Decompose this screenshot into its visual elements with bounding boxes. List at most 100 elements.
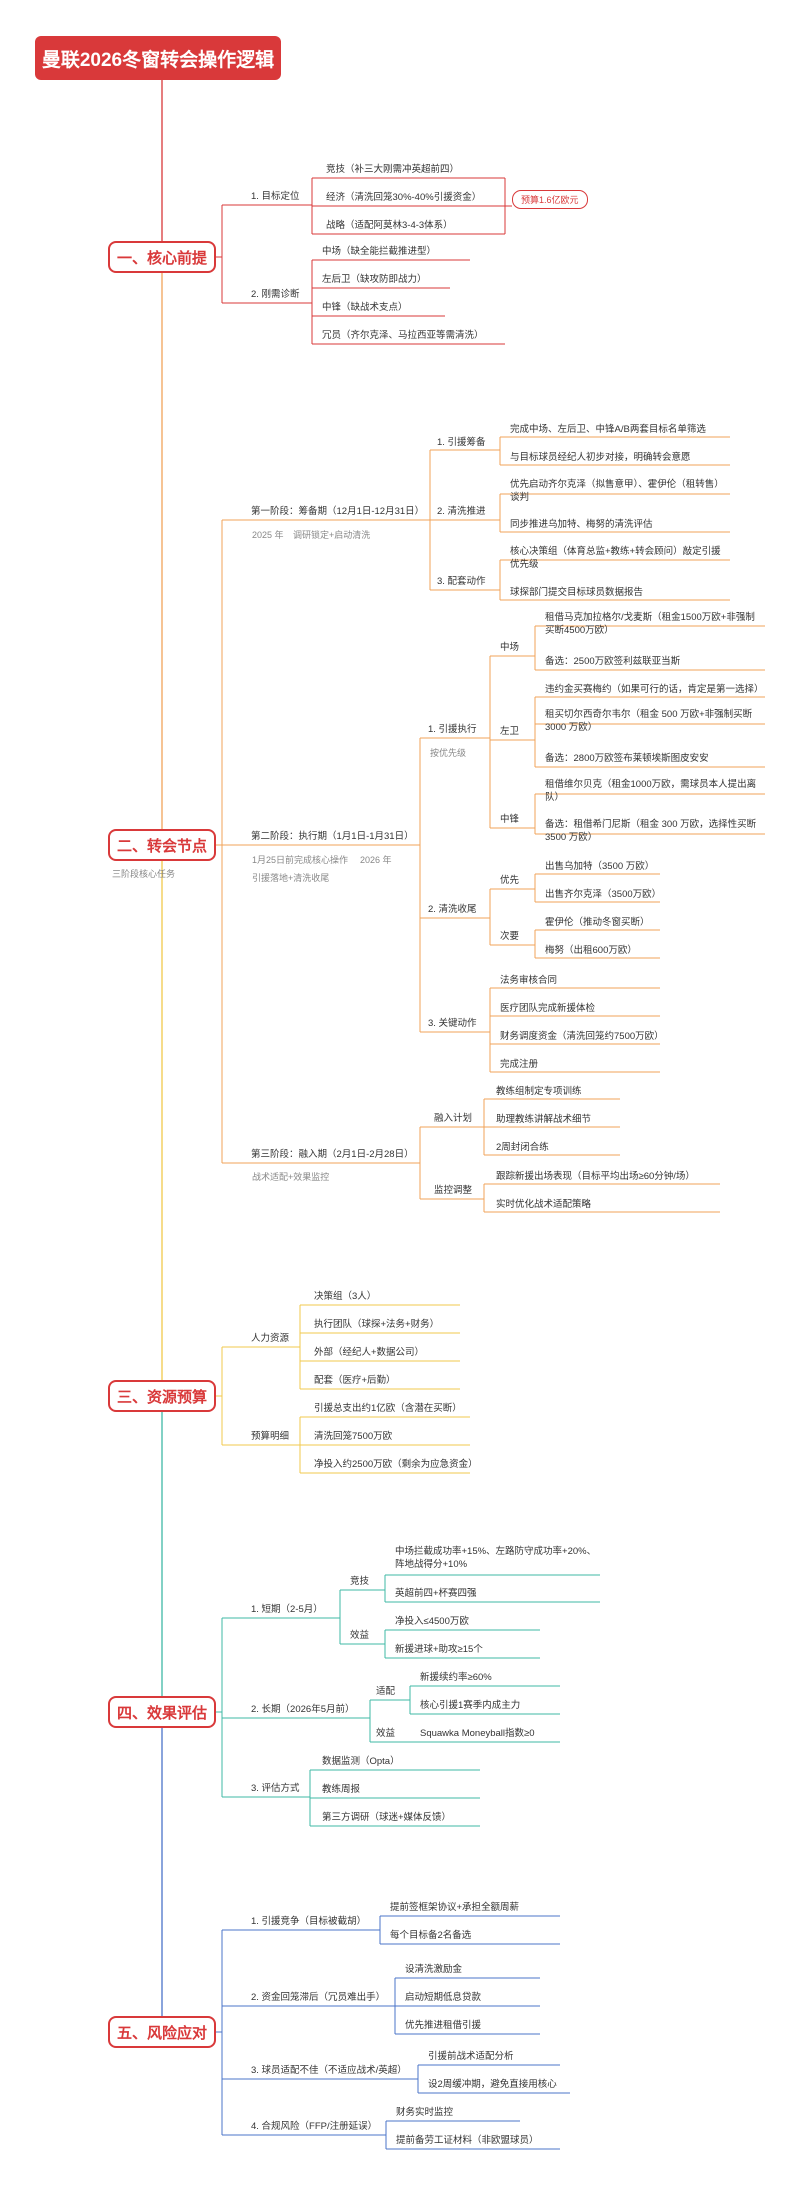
goal-item: 战略（适配阿莫林3-4-3体系） <box>326 220 453 231</box>
long-term-node: 2. 长期（2026年5月前） <box>251 1704 355 1715</box>
goal-item: 经济（清洗回笼30%-40%引援资金） <box>326 192 482 203</box>
phase2-node: 第二阶段：执行期（1月1日-1月31日） <box>251 831 414 842</box>
risk4-leaf: 财务实时监控 <box>396 2107 454 2118</box>
risk4-leaf: 提前备劳工证材料（非欧盟球员） <box>396 2135 539 2146</box>
short-term-node: 1. 短期（2-5月） <box>251 1604 323 1615</box>
eval-node: 3. 评估方式 <box>251 1783 300 1794</box>
phase1-item: 2. 清洗推进 <box>437 506 486 517</box>
key-leaf: 财务调度资金（清洗回笼约7500万欧） <box>500 1031 664 1042</box>
short-comp: 竞技 <box>350 1576 370 1587</box>
need-node: 2. 刚需诊断 <box>251 289 300 300</box>
bd-leaf: 引援总支出约1亿欧（含潜在买断） <box>314 1403 462 1414</box>
phase1-leaf: 与目标球员经纪人初步对接，明确转会意愿 <box>510 452 691 463</box>
risk2-leaf: 启动短期低息贷款 <box>405 1992 482 2003</box>
pos-cf: 中锋 <box>500 814 520 825</box>
short-comp-leaf: 中场拦截成功率+15%、左路防守成功率+20%、阵地战得分+10% <box>395 1546 597 1570</box>
short-benefit-leaf: 净投入≤4500万欧 <box>395 1616 469 1627</box>
short-comp-leaf: 英超前四+杯赛四强 <box>395 1588 477 1599</box>
phase1-sub: 调研锁定+启动清洗 <box>293 530 371 540</box>
sec-leaf: 霍伊伦（推动冬窗买断） <box>545 917 650 928</box>
lb-leaf: 租买切尔西奇尔韦尔（租金 500 万欧+非强制买断 3000 万欧） <box>545 709 753 733</box>
phase2-sub: 引援落地+清洗收尾 <box>252 873 330 883</box>
long-fit: 适配 <box>376 1686 396 1697</box>
phase1-leaf: 完成中场、左后卫、中锋A/B两套目标名单筛选 <box>510 424 706 435</box>
long-fit-leaf: 核心引援1赛季内成主力 <box>420 1700 521 1711</box>
prio-leaf: 出售齐尔克泽（3500万欧） <box>545 889 662 900</box>
hr-leaf: 执行团队（球探+法务+财务） <box>314 1319 440 1330</box>
phase1-sub: 2025 年 <box>252 530 284 540</box>
hr-leaf: 决策组（3人） <box>314 1291 377 1302</box>
lb-leaf: 备选：2800万欧签布莱顿埃斯图皮安安 <box>545 753 709 764</box>
short-benefit: 效益 <box>350 1630 370 1641</box>
sec-leaf: 梅努（出租600万欧） <box>545 945 637 956</box>
hr-node: 人力资源 <box>251 1333 290 1344</box>
risk1-leaf: 每个目标备2名备选 <box>390 1930 472 1941</box>
section-resource-budget[interactable]: 三、资源预算 <box>108 1380 216 1412</box>
clear-group: 优先 <box>500 875 520 886</box>
phase1-item: 1. 引援筹备 <box>437 437 486 448</box>
pos-mid: 中场 <box>500 642 520 653</box>
p3-integration: 融入计划 <box>434 1113 473 1124</box>
hr-leaf: 外部（经纪人+数据公司） <box>314 1347 425 1358</box>
budget-detail-node: 预算明细 <box>251 1431 290 1442</box>
long-benefit: 效益 <box>376 1728 396 1739</box>
section-effect-evaluation[interactable]: 四、效果评估 <box>108 1696 216 1728</box>
bd-leaf: 清洗回笼7500万欧 <box>314 1431 393 1442</box>
phase1-leaf: 优先启动齐尔克泽（拟售意甲）、霍伊伦（租转售）谈判 <box>510 479 724 503</box>
p2-clear-node: 2. 清洗收尾 <box>428 904 477 915</box>
phase1-leaf: 核心决策组（体育总监+教练+转会顾问）敲定引援优先级 <box>510 546 721 570</box>
short-benefit-leaf: 新援进球+助攻≥15个 <box>395 1644 483 1655</box>
p2-exec-sub: 按优先级 <box>430 748 467 758</box>
section-risk-response[interactable]: 五、风险应对 <box>108 2016 216 2048</box>
risk2-leaf: 设清洗激励金 <box>405 1964 463 1975</box>
p3-monitor: 监控调整 <box>434 1185 473 1196</box>
eval-leaf: 第三方调研（球迷+媒体反馈） <box>322 1812 452 1823</box>
p3b-leaf: 实时优化战术适配策略 <box>496 1199 592 1210</box>
p2-exec-node: 1. 引援执行 <box>428 724 477 735</box>
p3a-leaf: 教练组制定专项训练 <box>496 1086 582 1097</box>
mindmap-title: 曼联2026冬窗转会操作逻辑 <box>35 36 281 80</box>
phase2-sub: 1月25日前完成核心操作 <box>252 855 349 865</box>
phase1-item: 3. 配套动作 <box>437 576 486 587</box>
phase1-leaf: 球探部门提交目标球员数据报告 <box>510 587 644 598</box>
risk3-leaf: 设2周缓冲期，避免直接用核心 <box>428 2079 557 2090</box>
bd-leaf: 净投入约2500万欧（剩余为应急资金） <box>314 1459 478 1470</box>
eval-leaf: 数据监测（Opta） <box>322 1756 400 1767</box>
p3b-leaf: 跟踪新援出场表现（目标平均出场≥60分钟/场） <box>496 1171 695 1182</box>
hr-leaf: 配套（医疗+后勤） <box>314 1375 396 1386</box>
eval-leaf: 教练周报 <box>322 1784 361 1795</box>
section-core-premise[interactable]: 一、核心前提 <box>108 241 216 273</box>
risk-node: 2. 资金回笼滞后（冗员难出手） <box>251 1992 386 2003</box>
mid-leaf: 租借马克加拉格尔/戈麦斯（租金1500万欧+非强制买断4500万欧） <box>545 612 755 636</box>
risk3-leaf: 引援前战术适配分析 <box>428 2051 514 2062</box>
risk1-leaf: 提前签框架协议+承担全额周薪 <box>390 1902 520 1913</box>
p3a-leaf: 助理教练讲解战术细节 <box>496 1114 592 1125</box>
key-leaf: 完成注册 <box>500 1059 539 1070</box>
phase2-sub: 2026 年 <box>360 855 392 865</box>
key-leaf: 医疗团队完成新援体检 <box>500 1003 596 1014</box>
phase1-leaf: 同步推进乌加特、梅努的清洗评估 <box>510 519 653 530</box>
clear-group: 次要 <box>500 931 520 942</box>
need-item: 中锋（缺战术支点） <box>322 302 408 313</box>
p3a-leaf: 2周封闭合练 <box>496 1142 549 1153</box>
p2-key-node: 3. 关键动作 <box>428 1018 477 1029</box>
prio-leaf: 出售乌加特（3500 万欧） <box>545 861 655 872</box>
section-transfer-nodes[interactable]: 二、转会节点 <box>108 829 216 861</box>
long-fit-leaf: 新援续约率≥60% <box>420 1672 492 1683</box>
phase1-node: 第一阶段：筹备期（12月1日-12月31日） <box>251 506 425 517</box>
need-item: 冗员（齐尔克泽、马拉西亚等需清洗） <box>322 330 484 341</box>
risk-node: 1. 引援竞争（目标被截胡） <box>251 1916 367 1927</box>
risk2-leaf: 优先推进租借引援 <box>405 2020 482 2031</box>
long-benefit-leaf: Squawka Moneyball指数≥0 <box>420 1728 535 1739</box>
lb-leaf: 违约金买赛梅约（如果可行的话，肯定是第一选择） <box>545 684 764 695</box>
goal-item: 竞技（补三大刚需冲英超前四） <box>326 164 460 175</box>
risk-node: 4. 合规风险（FFP/注册延误） <box>251 2121 378 2132</box>
budget-badge: 预算1.6亿欧元 <box>512 190 588 209</box>
phase3-sub: 战术适配+效果监控 <box>252 1172 330 1182</box>
key-leaf: 法务审核合同 <box>500 975 558 986</box>
pos-lb: 左卫 <box>500 726 520 737</box>
section-transfer-nodes-sub: 三阶段核心任务 <box>112 869 176 879</box>
need-item: 中场（缺全能拦截推进型） <box>322 246 437 257</box>
mid-leaf: 备选：2500万欧签利兹联亚当斯 <box>545 656 681 667</box>
